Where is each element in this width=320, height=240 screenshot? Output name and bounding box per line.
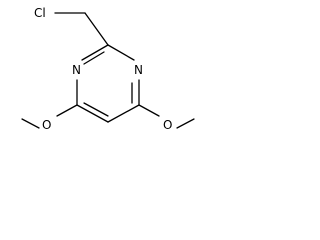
bond-o-right-methyl <box>176 118 195 129</box>
bond-ch2-c2 <box>84 12 109 46</box>
bond-c6-o-left <box>56 104 78 117</box>
bond-c2-n-left <box>81 44 109 61</box>
bond-o-left-methyl <box>21 118 40 129</box>
bond-c6-c5-double <box>83 102 109 117</box>
bond-c2-n-right <box>107 44 135 61</box>
nitrogen-right-label: N <box>134 63 143 77</box>
chlorine-label: Cl <box>34 6 46 20</box>
oxygen-right-label: O <box>163 118 172 132</box>
nitrogen-left-label: N <box>72 63 81 77</box>
bond-c2-n-left-double <box>83 51 105 65</box>
oxygen-left-label: O <box>42 118 51 132</box>
bond-c4-o-right <box>138 104 160 117</box>
bond-c5-c4 <box>107 104 140 123</box>
bond-c6-c5 <box>76 104 109 123</box>
chemical-structure-diagram: Cl N N O O <box>21 6 195 132</box>
